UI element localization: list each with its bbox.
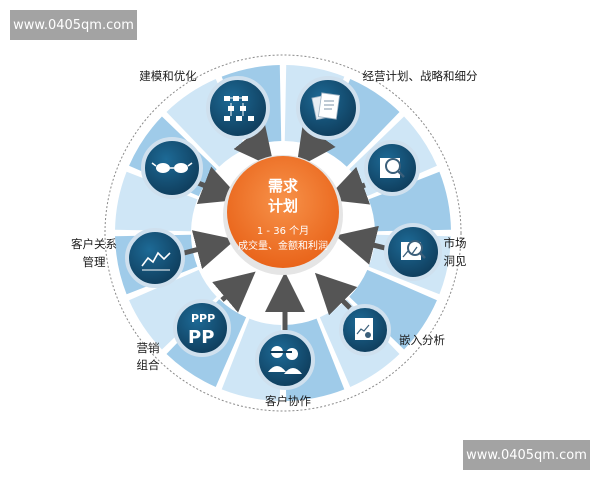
arrows-group	[183, 123, 386, 330]
watermark-bottom: www.0405qm.com	[463, 440, 590, 470]
arrow	[335, 225, 386, 265]
label-crm-line2: 管理	[83, 255, 106, 269]
line-chart-icon	[125, 228, 185, 288]
glasses-icon	[141, 137, 203, 199]
label-market-line2: 洞见	[444, 254, 467, 268]
ring-segment	[115, 171, 198, 232]
arrow	[212, 271, 256, 313]
watermark-bottom-text: www.0405qm.com	[466, 447, 587, 463]
ring-segment	[349, 269, 437, 350]
arrow	[196, 166, 242, 204]
magnifier-chart-icon	[384, 223, 442, 281]
flowchart-icon	[206, 76, 270, 140]
label-modeling: 建模和优化	[139, 69, 197, 83]
outer-dashed-ring	[104, 54, 462, 412]
ring-segment	[166, 79, 247, 167]
label-marketing-line2: 组合	[137, 358, 160, 372]
people-icon	[255, 330, 315, 390]
ring-segment	[368, 171, 451, 232]
documents-icon	[296, 76, 360, 140]
watermark-top: www.0405qm.com	[10, 10, 137, 40]
svg-text:PPP: PPP	[191, 312, 215, 325]
arrow	[325, 166, 371, 205]
arrow	[314, 272, 358, 316]
label-embedded: 嵌入分析	[399, 333, 445, 347]
ppp-icon: PPP PP	[173, 299, 231, 357]
label-crm-line1: 客户关系	[71, 237, 117, 251]
arrow	[183, 230, 236, 269]
ring-segment	[319, 79, 400, 167]
center-title-line2: 计划	[268, 197, 298, 215]
report-chart-icon	[339, 304, 391, 356]
label-marketing-line1: 营销	[137, 341, 160, 355]
arrow	[296, 123, 336, 169]
label-collaboration: 客户协作	[265, 394, 311, 408]
center-detail: 成交量、金额和利润	[238, 239, 328, 252]
svg-text:PP: PP	[188, 327, 214, 348]
label-market-line1: 市场	[444, 236, 467, 250]
ring-segment	[129, 269, 217, 350]
watermark-top-text: www.0405qm.com	[13, 17, 134, 33]
label-strategy: 经营计划、战略和细分	[363, 69, 478, 83]
center-circle	[227, 156, 339, 268]
arrow	[233, 124, 275, 168]
center-subtitle: 1 - 36 个月	[257, 225, 309, 237]
magnifier-document-icon	[364, 140, 420, 196]
center-title-line1: 需求	[268, 177, 299, 195]
